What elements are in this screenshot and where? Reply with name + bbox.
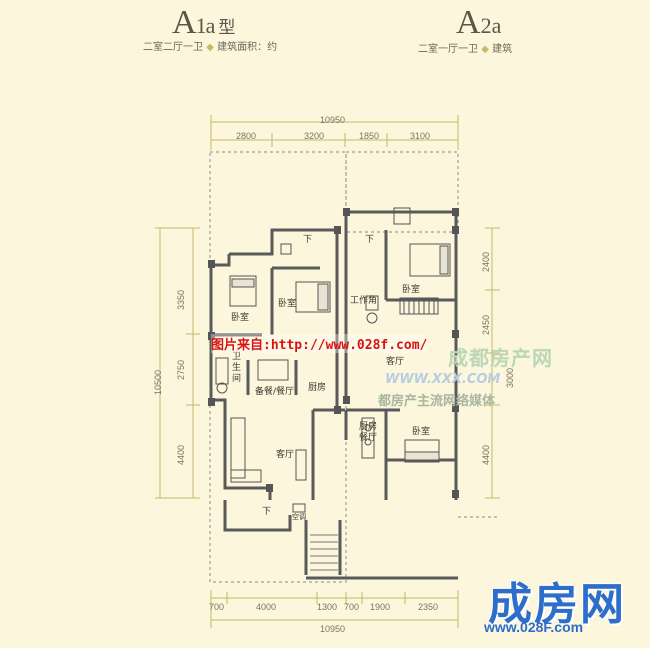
- dim-top-3: 1850: [359, 131, 380, 141]
- faint-watermark-media: 都房产主流网络媒体: [378, 394, 496, 409]
- dim-left-3: 4400: [176, 444, 186, 465]
- dim-bottom-4: 700: [344, 602, 360, 612]
- dim-bottom-5: 1900: [370, 602, 391, 612]
- dim-top-4: 3100: [410, 131, 431, 141]
- dim-left-2: 2750: [176, 359, 186, 380]
- source-watermark: 图片来自:http://www.028f.com/: [211, 334, 428, 353]
- dim-left-1: 3350: [176, 289, 186, 310]
- brand-logo: 成房网: [488, 579, 626, 630]
- plan-a2a-title: A2a: [456, 4, 501, 42]
- room-living-left: 客厅: [276, 450, 295, 460]
- room-bedroom-right-top: 卧室: [402, 285, 421, 295]
- dim-bottom-6: 2350: [418, 602, 439, 612]
- ac-label: 空调: [292, 513, 306, 521]
- a1-desc-rooms: 二室二厅一卫: [143, 42, 203, 53]
- a2-desc-rooms: 二室一厅一卫: [418, 44, 478, 55]
- room-bedroom-mid: 卧室: [278, 299, 297, 309]
- room-living-right: 客厅: [386, 357, 405, 367]
- room-bedroom-left: 卧室: [231, 313, 250, 323]
- room-work-corner: 工作角: [350, 296, 378, 306]
- dimension-lines: [155, 115, 500, 628]
- a2-desc-area: 建筑: [492, 44, 513, 55]
- a2-sub: 2a: [480, 13, 502, 38]
- a1-sub: 1a: [195, 13, 216, 38]
- a2-letter: A: [456, 4, 481, 41]
- room-kitchen-left: 厨房: [308, 383, 327, 393]
- walls: [209, 210, 458, 580]
- room-bedroom-right-bottom: 卧室: [412, 427, 431, 437]
- dim-top-1: 2800: [236, 131, 257, 141]
- dim-bottom-3: 1300: [317, 602, 338, 612]
- a1-description: 二室二厅一卫 ◆ 建筑面积：约: [143, 38, 277, 53]
- a1-desc-area: 建筑面积：约: [217, 42, 278, 53]
- dim-left-total: 10500: [153, 369, 163, 395]
- faint-watermark-cn: 成都房产网: [448, 346, 553, 370]
- brand-url: www.028F.com: [484, 619, 584, 635]
- down-label-1: 下: [303, 235, 313, 245]
- stairs: [310, 534, 338, 571]
- a2-description: 二室一厅一卫 ◆ 建筑: [418, 40, 512, 55]
- furniture: [215, 207, 451, 513]
- dim-right-1: 2400: [481, 251, 491, 272]
- dim-top-2: 3200: [304, 131, 325, 141]
- dim-bottom-total: 10950: [320, 624, 346, 634]
- a1-desc-sep: ◆: [206, 42, 214, 53]
- a1-letter: A: [172, 4, 197, 41]
- dim-top-total: 10950: [320, 115, 346, 125]
- dim-right-2: 2450: [481, 314, 491, 335]
- dim-right-4: 4400: [481, 444, 491, 465]
- a1-type: 型: [218, 18, 235, 38]
- faint-watermark-url: WWW.XXX.COM: [385, 372, 501, 387]
- room-kitchen-dining-right: 厨房 餐厅: [358, 422, 377, 443]
- dim-bottom-2: 4000: [256, 602, 277, 612]
- room-dining: 备餐/餐厅: [255, 387, 295, 397]
- down-label-3: 下: [262, 507, 272, 517]
- columns: [208, 208, 459, 498]
- dim-bottom-1: 700: [209, 602, 225, 612]
- down-label-2: 下: [365, 235, 375, 245]
- a2-desc-sep: ◆: [481, 44, 489, 55]
- room-bathroom: 卫 生 间: [232, 352, 242, 384]
